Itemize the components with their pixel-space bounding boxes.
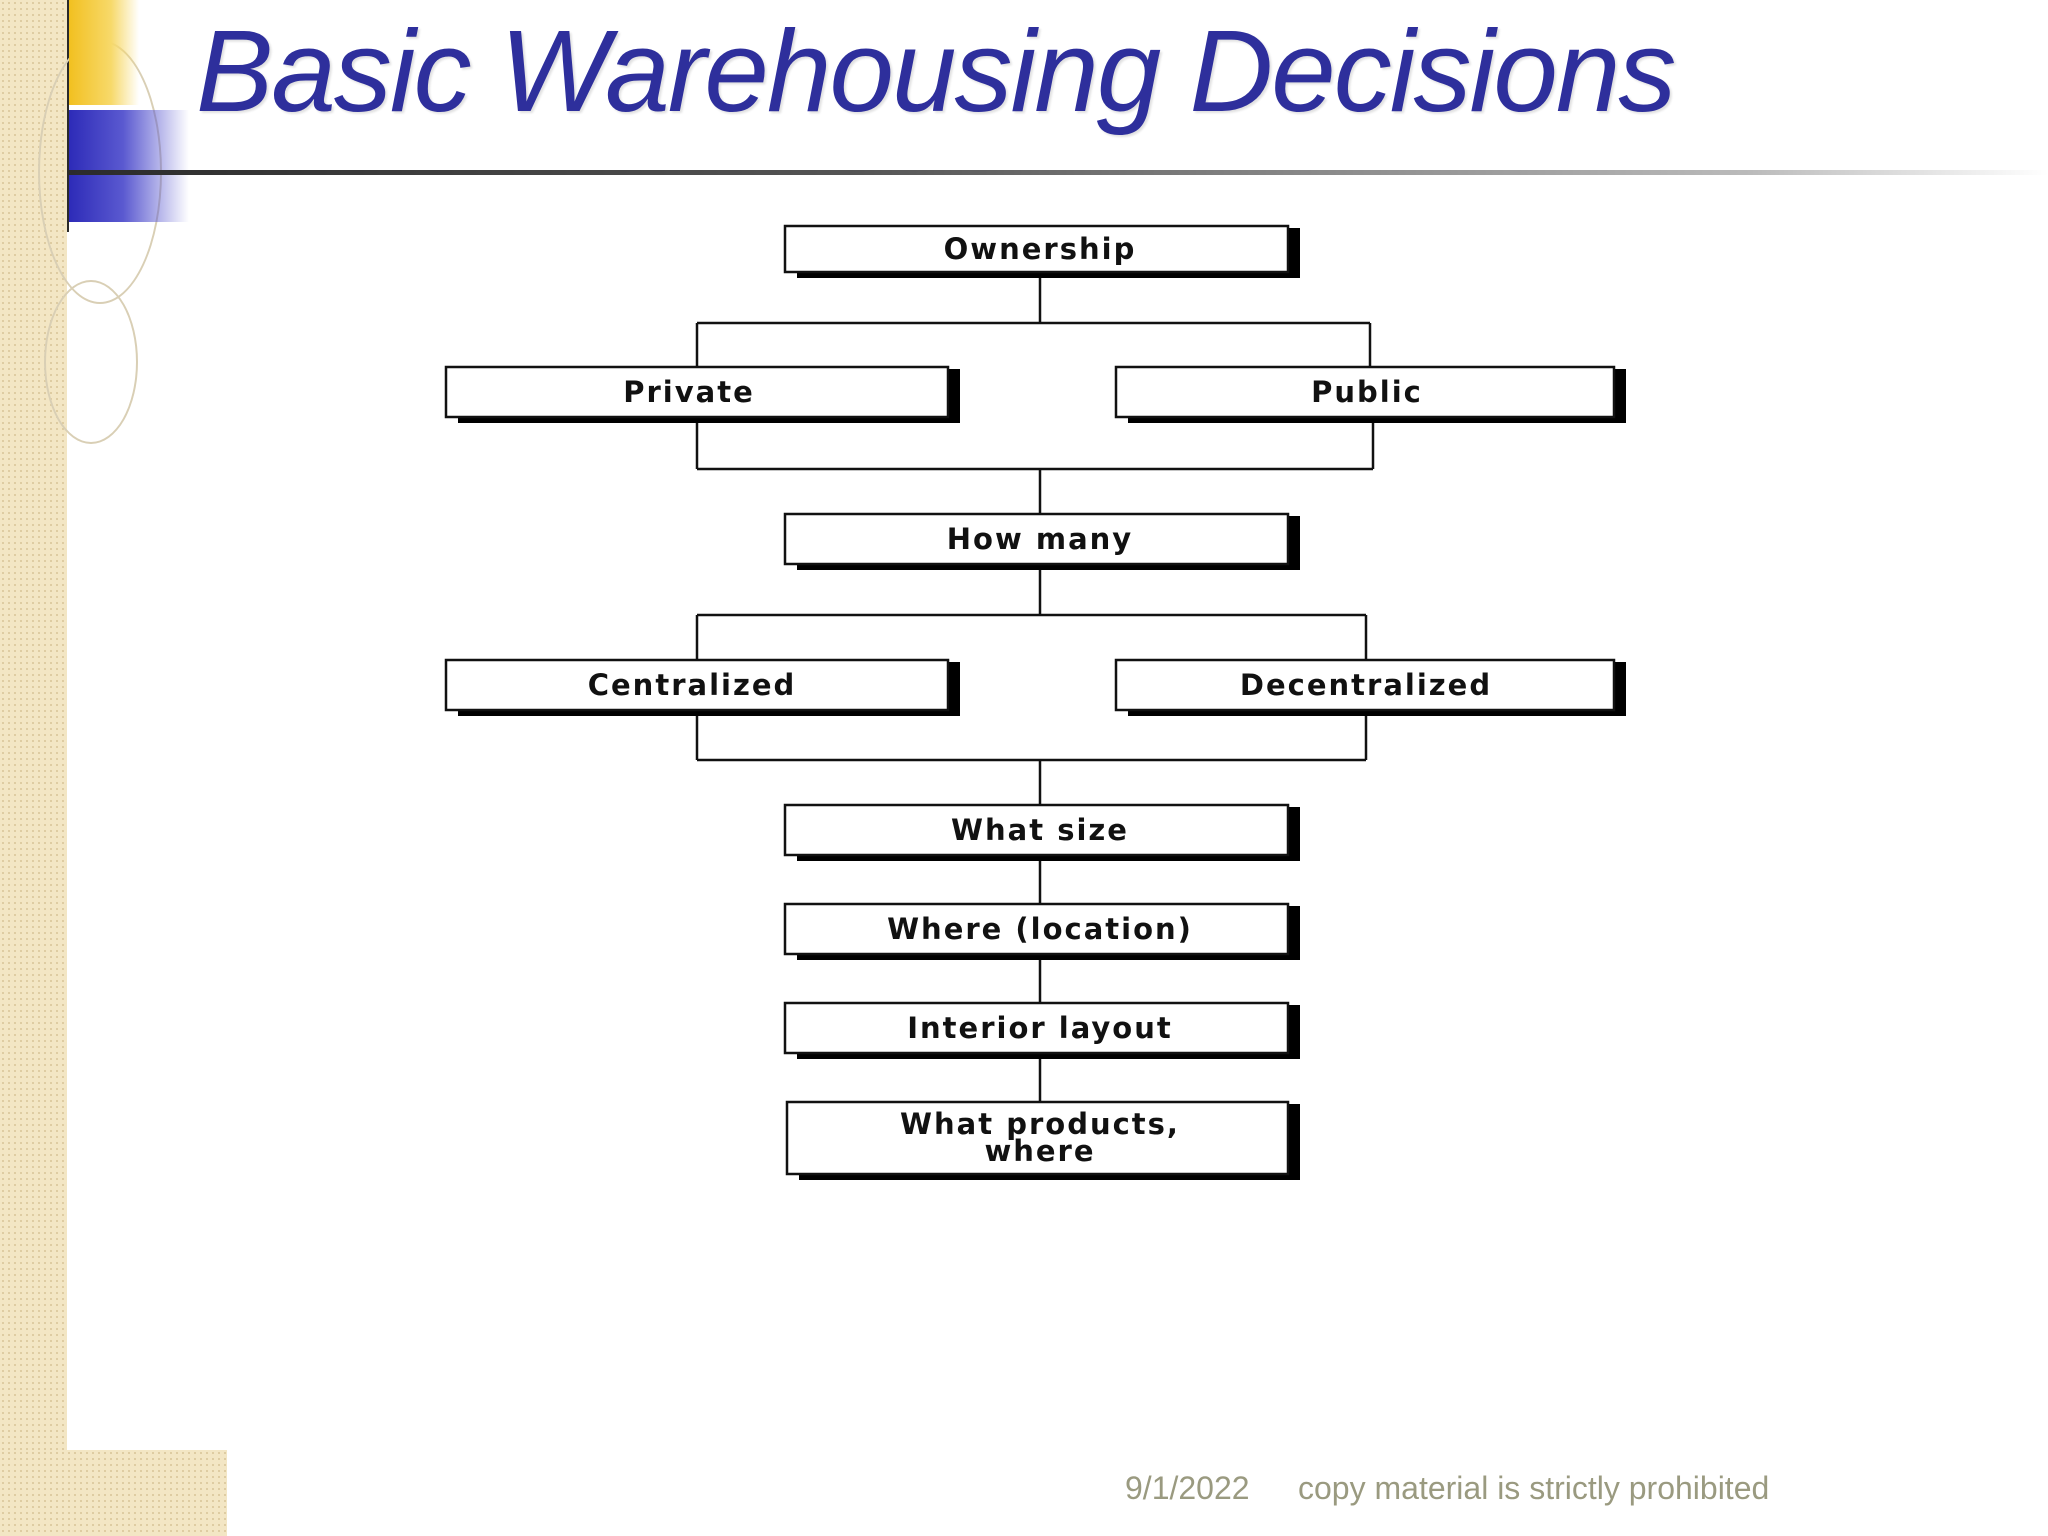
node-decentralized: Decentralized (1114, 658, 1626, 716)
slide-title: Basic Warehousing Decisions (196, 6, 1676, 136)
node-label: Interior layout (907, 1011, 1172, 1045)
title-underline (69, 170, 2048, 175)
node-label: Public (1311, 375, 1423, 409)
bottom-decorative-strip (0, 1450, 227, 1536)
node-public: Public (1114, 365, 1626, 423)
node-how-many: How many (783, 512, 1300, 570)
node-ownership: Ownership (783, 224, 1300, 278)
node-label: Private (623, 375, 755, 409)
decorative-arc (44, 280, 138, 444)
node-private: Private (444, 365, 960, 423)
node-label: How many (947, 522, 1133, 556)
title-accent-blue (69, 110, 189, 222)
node-label: Centralized (588, 668, 797, 702)
node-where-location: Where (location) (783, 902, 1300, 960)
node-interior-layout: Interior layout (783, 1001, 1300, 1059)
node-what-size: What size (783, 803, 1300, 861)
node-what-products-where: What products, where (785, 1100, 1300, 1180)
node-label: Decentralized (1240, 668, 1492, 702)
footer-date: 9/1/2022 (1125, 1470, 1250, 1506)
title-accent-yellow (69, 0, 139, 105)
node-label-line-2: where (984, 1134, 1095, 1168)
node-label: What size (951, 813, 1129, 847)
node-label-line-1: What products, (900, 1107, 1180, 1141)
node-centralized: Centralized (444, 658, 960, 716)
flowchart-connectors (695, 273, 1375, 1102)
footer-note: copy material is strictly prohibited (1298, 1470, 1770, 1506)
node-label: Where (location) (887, 912, 1193, 946)
node-label: Ownership (944, 232, 1137, 266)
